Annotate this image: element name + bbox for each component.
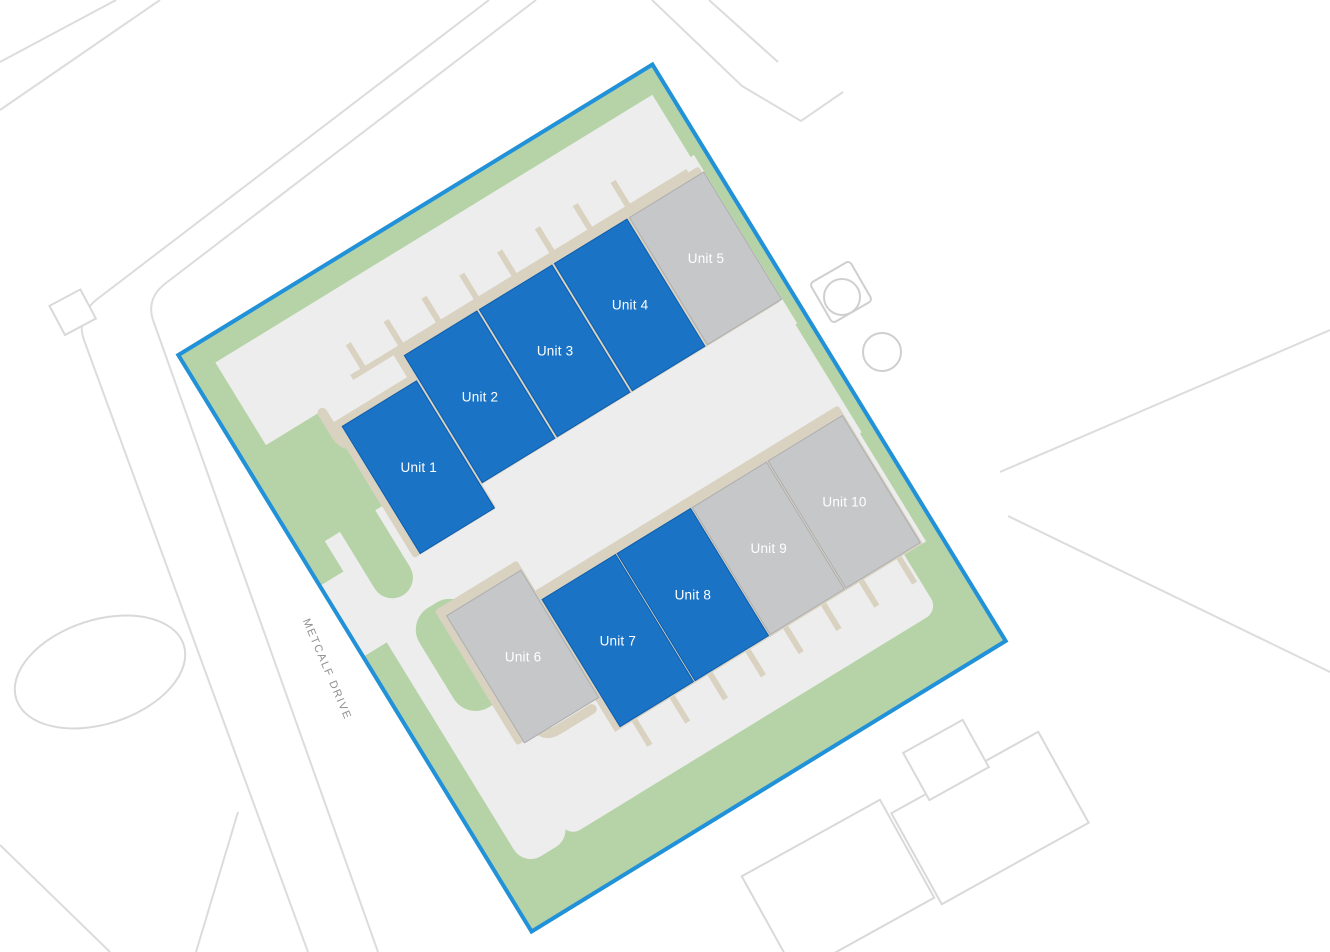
unit-3-label: Unit 3	[536, 343, 573, 359]
utility-pad	[810, 261, 872, 323]
unit-8-label: Unit 8	[674, 587, 712, 603]
green-island	[311, 459, 413, 599]
unit-5-label: Unit 5	[687, 250, 724, 266]
kerb-tooth	[534, 226, 556, 255]
site-boundary: Unit 1 Unit 2 Unit 3 Unit 4 Unit 5 Unit …	[175, 61, 1009, 935]
pond-outline	[13, 614, 187, 730]
road-line	[195, 811, 239, 952]
unit-2-label: Unit 2	[461, 389, 498, 405]
unit-7-label: Unit 7	[599, 633, 637, 649]
kerb-tooth	[783, 625, 804, 655]
road-line	[0, 0, 161, 111]
unit-6-label: Unit 6	[504, 649, 541, 665]
kerb-tooth	[459, 272, 480, 301]
kerb-tooth	[821, 602, 842, 631]
kerb-tooth	[707, 672, 729, 701]
road-line	[708, 0, 779, 63]
unit-4-label: Unit 4	[611, 297, 648, 313]
neighbour-building	[901, 718, 991, 802]
paving-top-apron	[215, 94, 703, 446]
road-line	[999, 329, 1330, 473]
road-line	[0, 0, 117, 63]
road-line	[0, 844, 111, 952]
kerb-tooth	[896, 556, 918, 585]
kerb-tooth	[610, 179, 632, 209]
utility-circle	[862, 332, 902, 372]
unit-9-label: Unit 9	[750, 540, 787, 556]
kerb-tooth	[631, 718, 653, 747]
neighbour-building	[889, 730, 1091, 906]
kerb-tooth	[572, 203, 594, 232]
kerb-tooth	[345, 342, 367, 371]
kerb-tooth	[858, 579, 880, 608]
utility-circle	[823, 278, 861, 316]
road-line	[1007, 515, 1330, 673]
paving-bottom-apron	[522, 531, 934, 832]
kerb-tooth	[745, 648, 766, 678]
road-line	[651, 0, 844, 123]
kerb-tooth	[669, 695, 691, 724]
neighbour-building	[48, 288, 98, 337]
kerb-strip	[350, 168, 690, 381]
kerb-tooth	[497, 249, 518, 278]
unit-1-label: Unit 1	[400, 459, 437, 475]
kerb-tooth	[383, 318, 405, 348]
unit-10-label: Unit 10	[822, 494, 867, 510]
kerb-tooth	[421, 295, 442, 325]
neighbour-building	[740, 798, 936, 952]
